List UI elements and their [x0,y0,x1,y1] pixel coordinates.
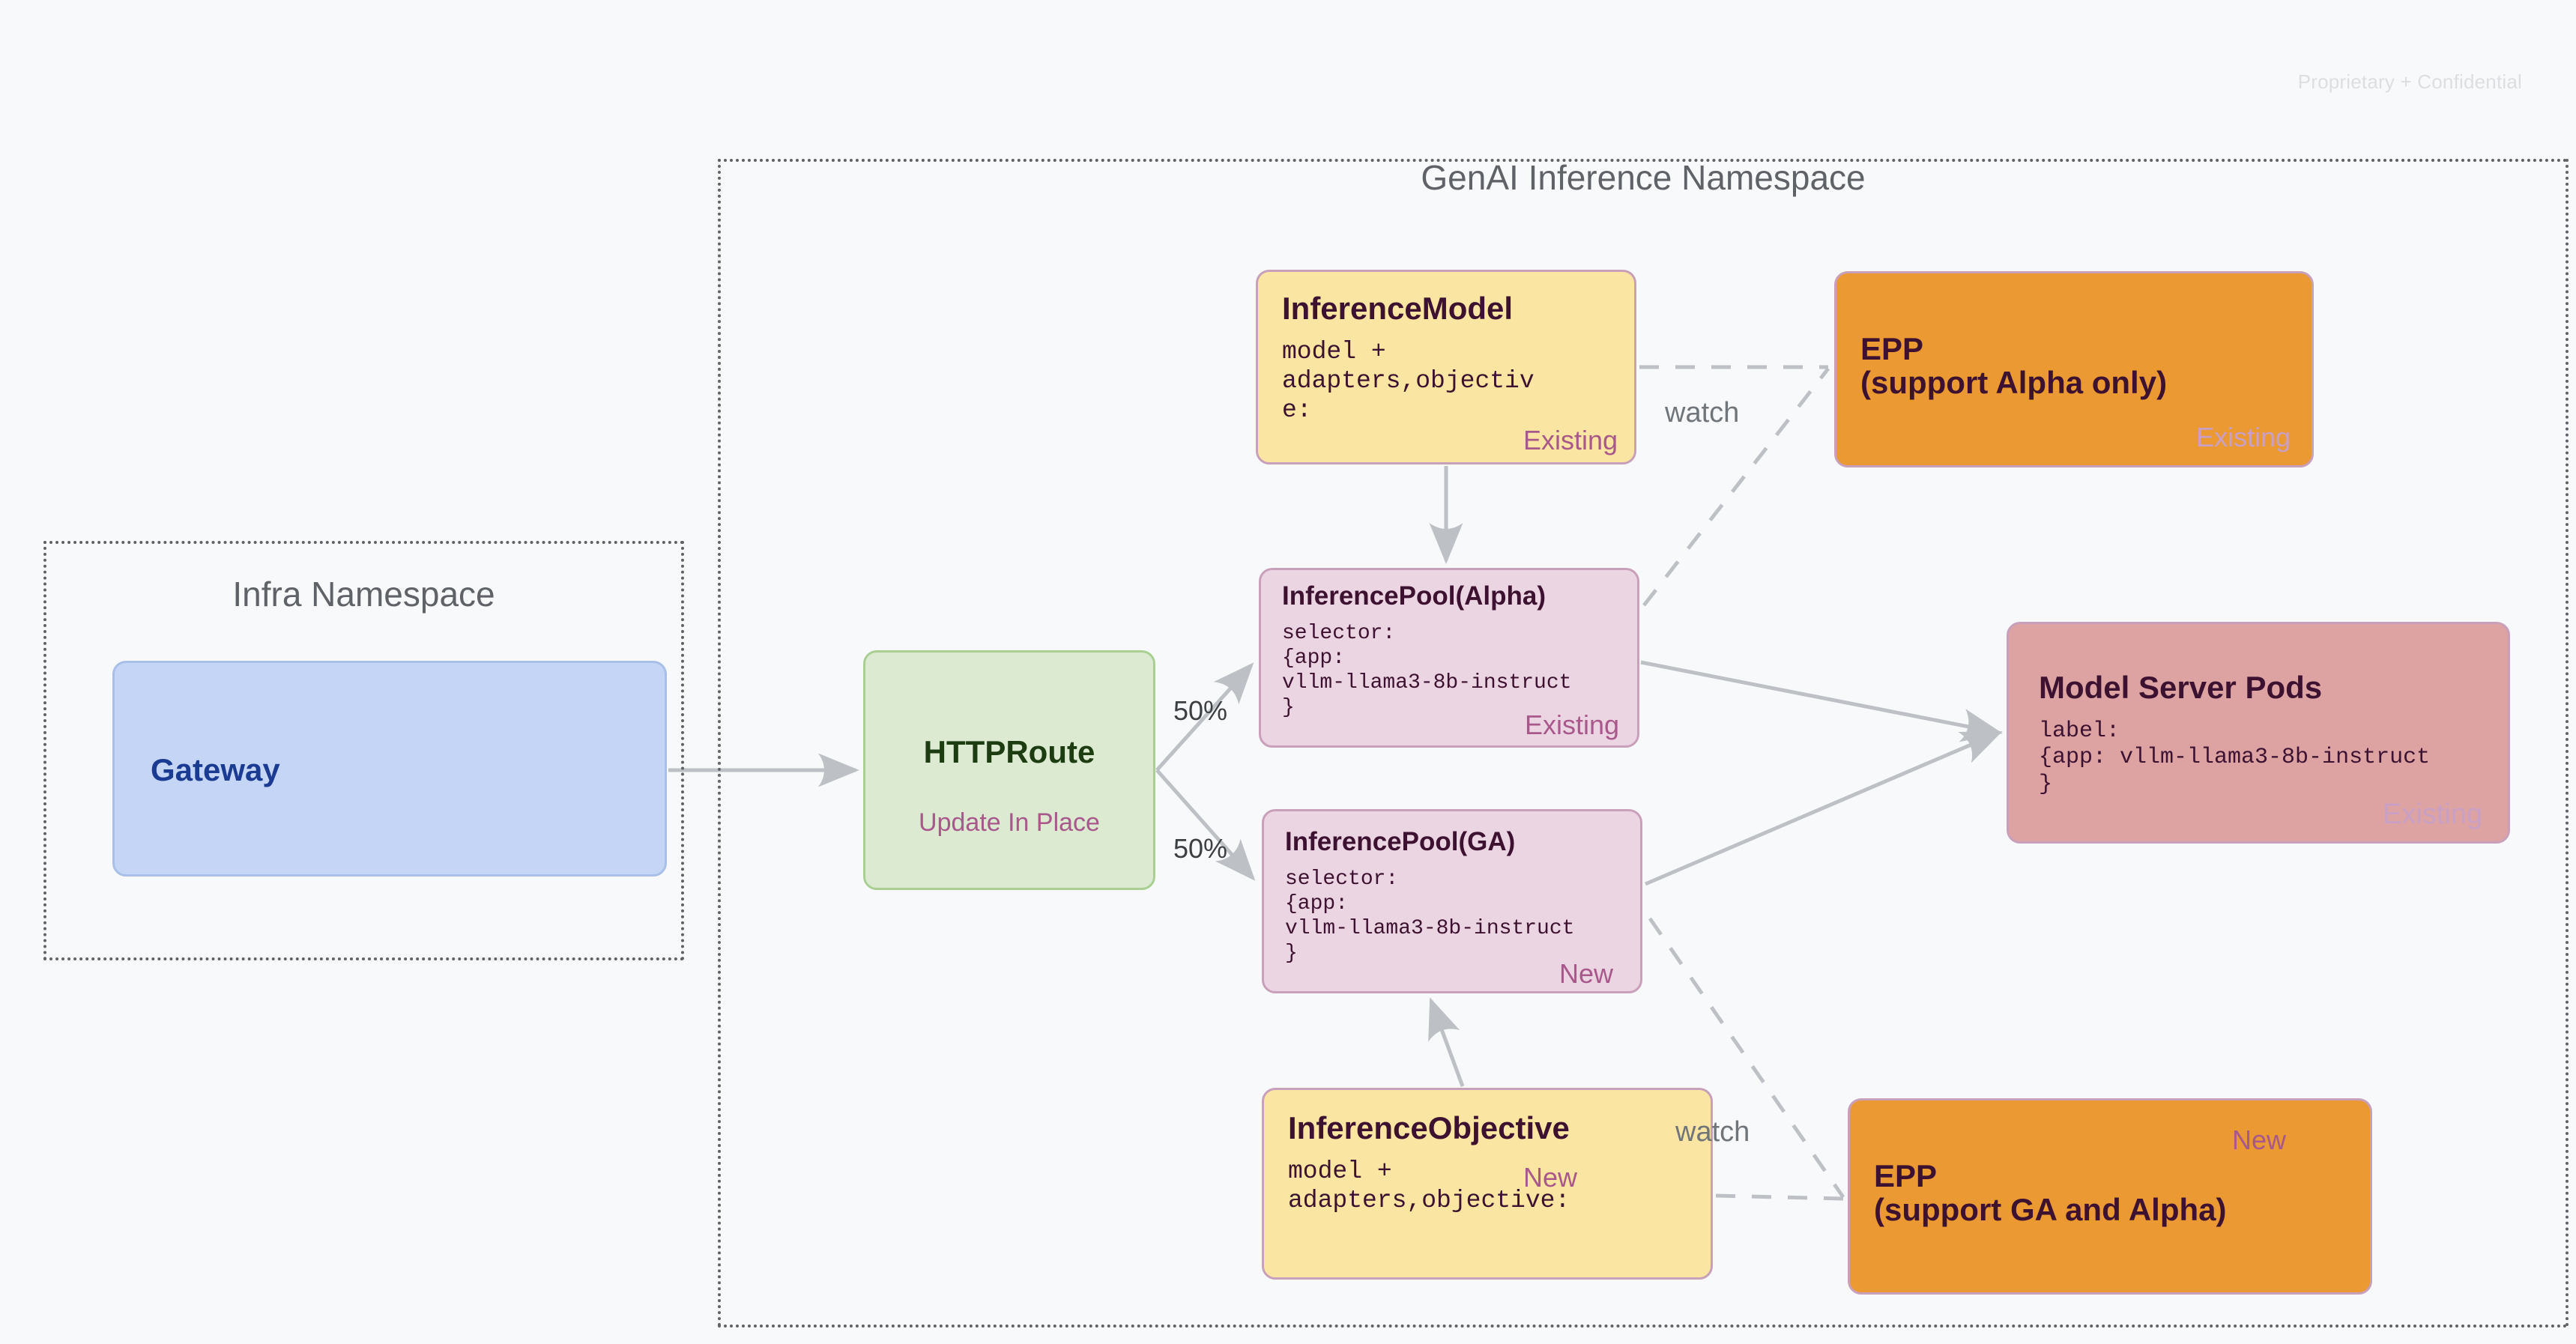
inferencepool-ga-title: InferencePool(GA) [1285,827,1516,856]
httproute-status-badge: Update In Place [919,808,1100,837]
inferencemodel-status-badge: Existing [1523,425,1618,455]
node-gateway[interactable]: Gateway [112,661,667,877]
inferencepool-alpha-status-badge: Existing [1524,709,1619,740]
edge-label-watch-top: watch [1665,397,1740,429]
node-inferenceobjective[interactable]: InferenceObjective model + adapters,obje… [1262,1088,1713,1280]
namespace-infra: Infra Namespace [43,541,684,960]
inferenceobjective-status-badge: New [1523,1162,1578,1193]
node-epp-alpha-only[interactable]: EPP (support Alpha only) Existing [1834,271,2314,467]
edge-label-split-bottom: 50% [1173,833,1228,864]
edge-label-split-top: 50% [1173,695,1228,726]
node-inferencepool-ga[interactable]: InferencePool(GA) selector: {app: vllm-l… [1262,809,1642,993]
httproute-title: HTTPRoute [923,734,1095,769]
inferencemodel-spec: model + adapters,objectiv e: [1282,338,1535,424]
inferenceobjective-spec: model + adapters,objective: [1288,1157,1570,1214]
inferencepool-alpha-spec: selector: {app: vllm-llama3-8b-instruct … [1282,622,1572,720]
inferencemodel-title: InferenceModel [1282,291,1514,326]
confidential-watermark: Proprietary + Confidential [2297,70,2522,93]
inferenceobjective-title: InferenceObjective [1288,1110,1570,1145]
node-inferencepool-alpha[interactable]: InferencePool(Alpha) selector: {app: vll… [1259,568,1639,748]
inferencepool-ga-spec: selector: {app: vllm-llama3-8b-instruct … [1285,868,1575,966]
node-model-server-pods[interactable]: Model Server Pods label: {app: vllm-llam… [2007,622,2510,844]
node-epp-ga-and-alpha[interactable]: EPP (support GA and Alpha) New [1848,1098,2372,1295]
namespace-genai-title: GenAI Inference Namespace [1421,158,1866,197]
model-server-pods-status-badge: Existing [2382,799,2482,830]
epp-ga-and-alpha-title: EPP (support GA and Alpha) [1874,1158,2227,1228]
edge-label-watch-bottom: watch [1675,1116,1750,1148]
model-server-pods-title: Model Server Pods [2039,670,2323,705]
epp-alpha-only-title: EPP (support Alpha only) [1860,331,2168,401]
namespace-genai-inference: GenAI Inference Namespace [718,158,2569,1328]
epp-ga-and-alpha-status-badge: New [2231,1124,2286,1155]
node-httproute[interactable]: HTTPRoute Update In Place [863,650,1155,890]
inferencepool-alpha-title: InferencePool(Alpha) [1282,581,1546,611]
namespace-infra-title: Infra Namespace [232,575,495,614]
inferencepool-ga-status-badge: New [1558,958,1613,989]
gateway-title: Gateway [151,752,280,787]
model-server-pods-spec: label: {app: vllm-llama3-8b-instruct } [2039,718,2431,797]
node-inferencemodel[interactable]: InferenceModel model + adapters,objectiv… [1256,270,1636,464]
epp-alpha-only-status-badge: Existing [2195,422,2291,452]
